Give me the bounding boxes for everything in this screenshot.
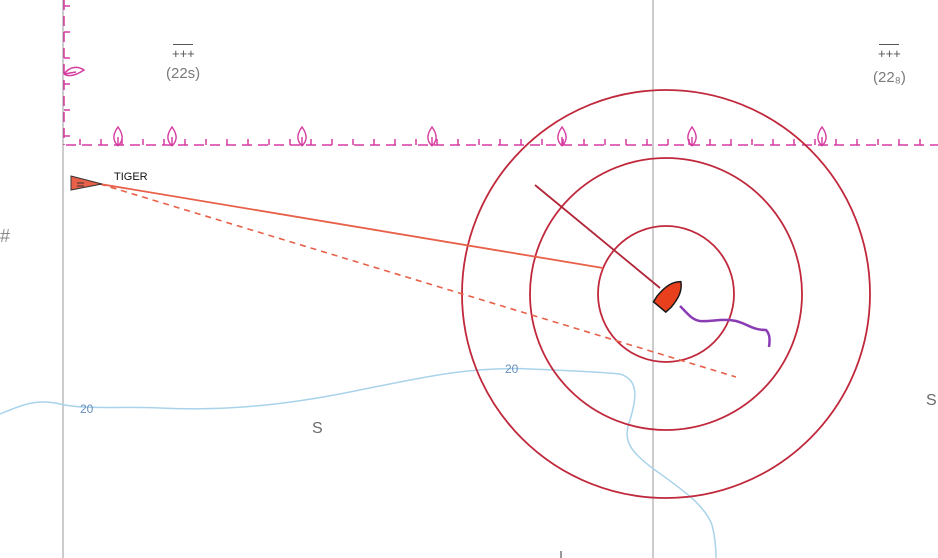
flare-icon	[557, 125, 567, 147]
flare-icon	[687, 125, 697, 147]
seabed-nature-label: S	[926, 392, 937, 409]
own-vessel-heading-line	[534, 184, 661, 289]
flare-symbols	[63, 66, 827, 147]
flare-icon	[167, 125, 177, 147]
flare-icon	[63, 66, 86, 77]
depth-contour-label: 20	[80, 402, 94, 416]
ais-target-label: TIGER	[114, 171, 148, 183]
flare-icon	[817, 125, 827, 147]
target-cog-vector	[99, 183, 604, 269]
flare-icon	[113, 125, 123, 147]
depth-contour-line	[0, 367, 717, 558]
edge-symbol: #	[0, 226, 11, 246]
depth-contour-label: 20	[505, 362, 519, 376]
wreck-symbol: +++	[878, 44, 901, 61]
flare-icon	[297, 125, 307, 147]
own-vessel-track	[679, 305, 771, 348]
ais-target-icon[interactable]	[70, 175, 103, 191]
range-ring-inner	[597, 225, 735, 363]
target-cpa-line	[99, 183, 737, 378]
restricted-area-boundary	[63, 0, 938, 146]
boundary-ticks	[64, 5, 921, 145]
sounding-label: (22₈)	[873, 69, 906, 86]
wreck-symbol: +++	[172, 44, 195, 61]
flare-icon	[427, 125, 437, 147]
range-ring-middle	[529, 157, 803, 431]
own-ship-icon[interactable]	[652, 276, 688, 314]
sounding-label: (22s)	[166, 65, 201, 82]
seabed-nature-label: S	[312, 420, 323, 437]
